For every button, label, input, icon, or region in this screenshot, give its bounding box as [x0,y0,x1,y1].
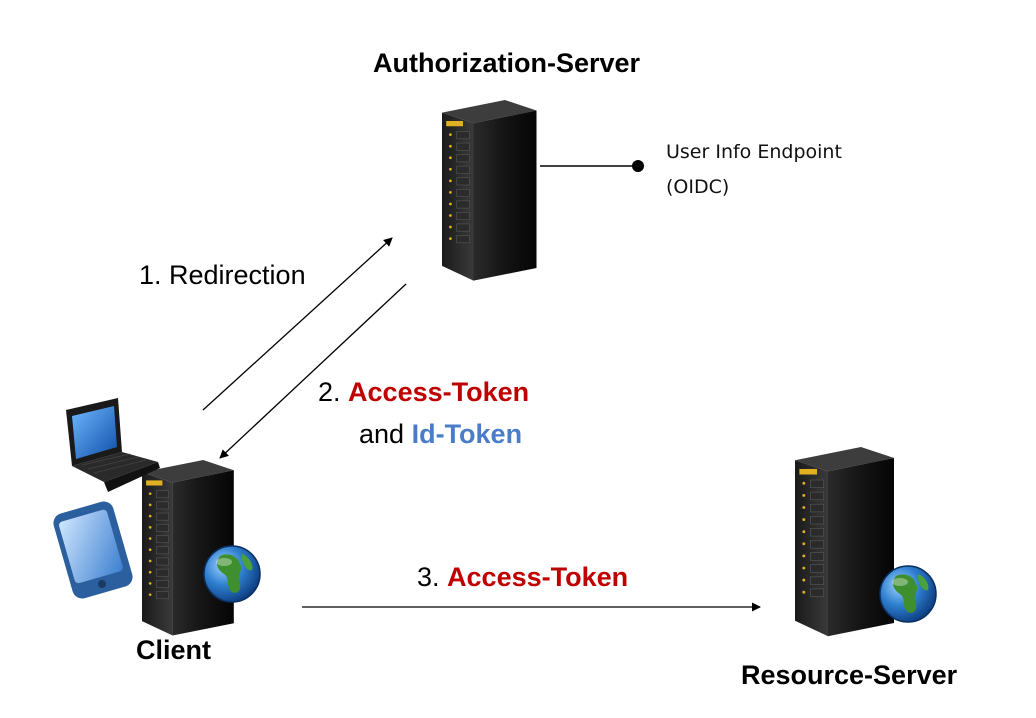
client-globe-icon [203,545,261,603]
step2-number: 2. [318,377,341,407]
step1-label: 1. Redirection [139,260,306,290]
endpoint-dot [632,160,644,172]
step2-id-token: Id-Token [411,419,523,449]
step3-access-token: Access-Token [447,562,629,592]
step2-label-line1: 2. Access-Token [318,377,529,408]
step2-label-line2: and Id-Token [359,419,522,450]
resource-server-label: Resource-Server [741,660,958,690]
step3-number: 3. [417,562,440,592]
arrow-redirection [202,237,393,411]
arrow-tokens-return [219,283,407,459]
step2-and: and [359,419,405,449]
step3-label: 3. Access-Token [417,562,628,593]
client-label: Client [136,635,212,665]
step2-access-token: Access-Token [348,377,530,407]
client-server-icon [141,459,235,636]
resource-globe-icon [879,565,937,623]
authorization-server-label: Authorization-Server [373,48,641,78]
smartphone-icon [53,501,133,599]
endpoint-label-line2: (OIDC) [666,176,730,198]
laptop-icon [66,398,160,492]
authorization-server-icon [441,99,538,282]
resource-server-icon [794,446,895,637]
endpoint-label-line1: User Info Endpoint [666,141,842,163]
